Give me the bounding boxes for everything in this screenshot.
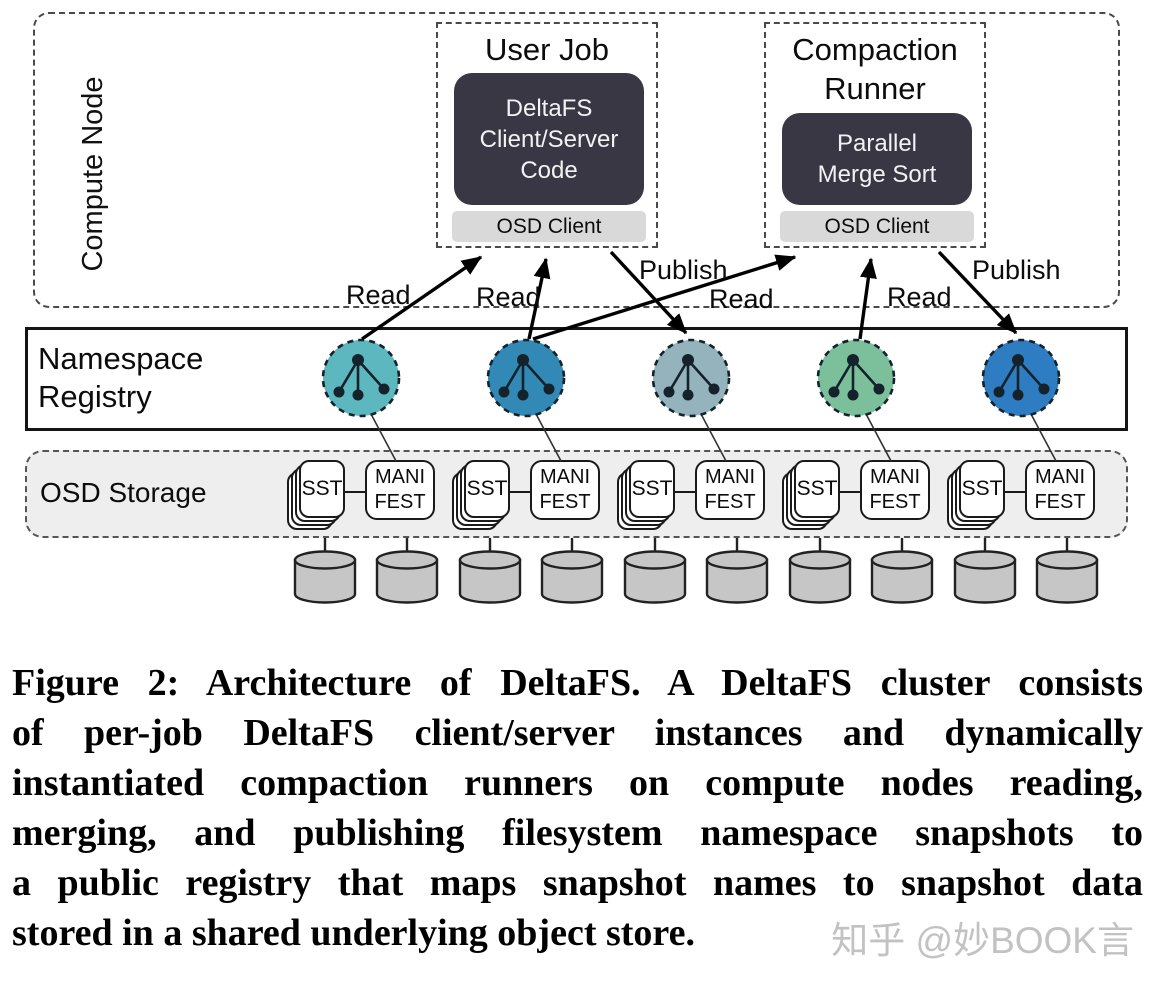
manifest-box: MANI FEST <box>860 460 930 520</box>
edge-label-read-4: Read <box>887 282 952 312</box>
caption-line: a public registry that maps snapshot nam… <box>12 862 1143 904</box>
disk-cylinder-icon <box>293 538 357 604</box>
sst-manifest-connector <box>510 491 530 493</box>
disk-cylinder-icon <box>458 538 522 604</box>
manifest-box: MANI FEST <box>365 460 435 520</box>
storage-group: SST MANI FEST <box>452 460 602 532</box>
disk-cylinder-icon <box>375 538 439 604</box>
compute-node-label: Compute Node <box>77 76 109 272</box>
sst-box: SST <box>464 460 510 518</box>
user-job-box: User Job DeltaFS Client/Server Code OSD … <box>436 22 658 248</box>
osd-disks <box>293 538 1099 604</box>
sst-manifest-connector <box>840 491 860 493</box>
namespace-registry-band <box>25 327 1128 431</box>
manifest-box: MANI FEST <box>695 460 765 520</box>
disk-cylinder-icon <box>540 538 604 604</box>
parallel-merge-sort-box: Parallel Merge Sort <box>782 113 972 205</box>
edge-label-publish-1: Publish <box>639 255 728 285</box>
user-job-title: User Job <box>484 32 610 67</box>
sst-manifest-connector <box>675 491 695 493</box>
disk-cylinder-icon <box>953 538 1017 604</box>
sst-box: SST <box>629 460 675 518</box>
manifest-box: MANI FEST <box>1025 460 1095 520</box>
storage-group: SST MANI FEST <box>617 460 767 532</box>
compaction-runner-osd-client-bar: OSD Client <box>780 211 974 242</box>
compaction-runner-title: Compaction Runner <box>792 32 958 106</box>
edge-label-read-1: Read <box>346 280 411 310</box>
deltafs-client-server-code-box: DeltaFS Client/Server Code <box>454 73 644 205</box>
caption-line: instantiated compaction runners on compu… <box>12 762 1143 804</box>
watermark-text: 知乎 @妙BOOK言 <box>831 920 1134 961</box>
disk-cylinder-icon <box>870 538 934 604</box>
disk-cylinder-icon <box>623 538 687 604</box>
compaction-runner-box: Compaction Runner Parallel Merge Sort OS… <box>764 22 986 248</box>
namespace-registry-label: Namespace Registry <box>38 341 204 414</box>
disk-cylinder-icon <box>1035 538 1099 604</box>
sst-box: SST <box>959 460 1005 518</box>
sst-manifest-connector <box>345 491 365 493</box>
sst-manifest-connector <box>1005 491 1025 493</box>
manifest-box: MANI FEST <box>530 460 600 520</box>
caption-line: of per-job DeltaFS client/server instanc… <box>12 712 1143 754</box>
figure-caption: Figure 2: Architecture of DeltaFS. A Del… <box>12 658 1143 958</box>
edge-label-read-2: Read <box>476 282 541 312</box>
edge-label-read-3: Read <box>709 284 774 314</box>
storage-group: SST MANI FEST <box>947 460 1097 532</box>
caption-line: Figure 2: Architecture of DeltaFS. A Del… <box>12 662 1143 704</box>
disk-cylinder-icon <box>705 538 769 604</box>
osd-storage-label: OSD Storage <box>40 477 207 508</box>
storage-group: SST MANI FEST <box>782 460 932 532</box>
sst-box: SST <box>299 460 345 518</box>
sst-box: SST <box>794 460 840 518</box>
storage-group: SST MANI FEST <box>287 460 437 532</box>
disk-cylinder-icon <box>788 538 852 604</box>
caption-line: stored in a shared underlying object sto… <box>12 912 695 954</box>
caption-line: merging, and publishing filesystem names… <box>12 812 1143 854</box>
user-job-osd-client-bar: OSD Client <box>452 211 646 242</box>
edge-label-publish-2: Publish <box>972 255 1061 285</box>
